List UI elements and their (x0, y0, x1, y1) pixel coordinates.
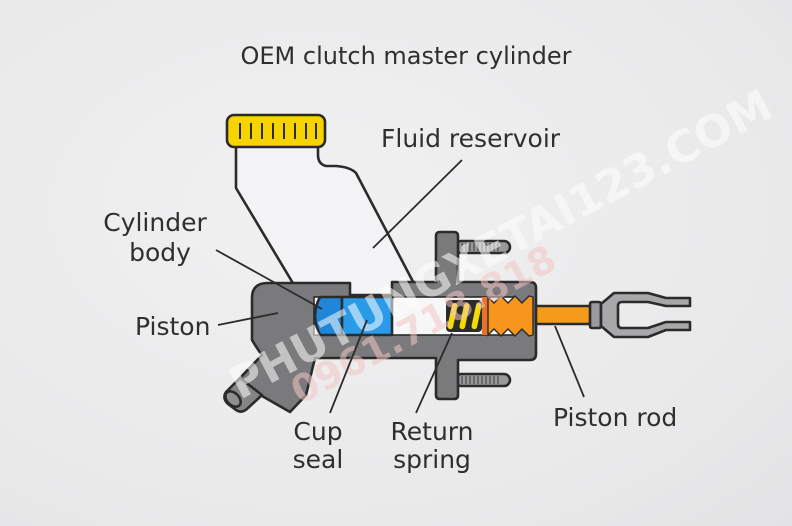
label-cylinder-body-line2: body (129, 238, 191, 267)
label-return-spring-line1: Return (391, 417, 474, 446)
label-cylinder-body-line1: Cylinder (103, 208, 207, 237)
fluid-reservoir (225, 113, 422, 297)
clevis-fork (588, 291, 692, 339)
cup-seal (340, 295, 394, 337)
leader-piston-rod (554, 325, 585, 398)
label-return-spring-line2: spring (393, 445, 471, 474)
leader-return-spring (415, 332, 453, 414)
label-cup-seal-line2: seal (293, 445, 344, 474)
diagram-title: OEM clutch master cylinder (241, 42, 572, 70)
leader-lines (215, 159, 585, 414)
reservoir-cap (225, 113, 327, 149)
leader-piston (217, 312, 279, 326)
dust-boot (482, 295, 534, 337)
piston-rod (534, 304, 594, 326)
leader-cup-seal (329, 319, 368, 414)
leader-cylinder-body (215, 249, 323, 310)
leader-fluid-reservoir (372, 159, 463, 249)
label-piston-rod: Piston rod (553, 403, 677, 432)
label-cup-seal-line1: Cup (293, 417, 342, 446)
reservoir-cap-ridges (239, 123, 317, 139)
label-fluid-reservoir: Fluid reservoir (381, 124, 561, 153)
outlet-port (223, 376, 264, 413)
stud-threads (461, 243, 499, 384)
piston (313, 295, 344, 337)
return-spring (446, 300, 483, 332)
label-piston: Piston (135, 312, 210, 341)
reservoir-body (234, 143, 422, 297)
